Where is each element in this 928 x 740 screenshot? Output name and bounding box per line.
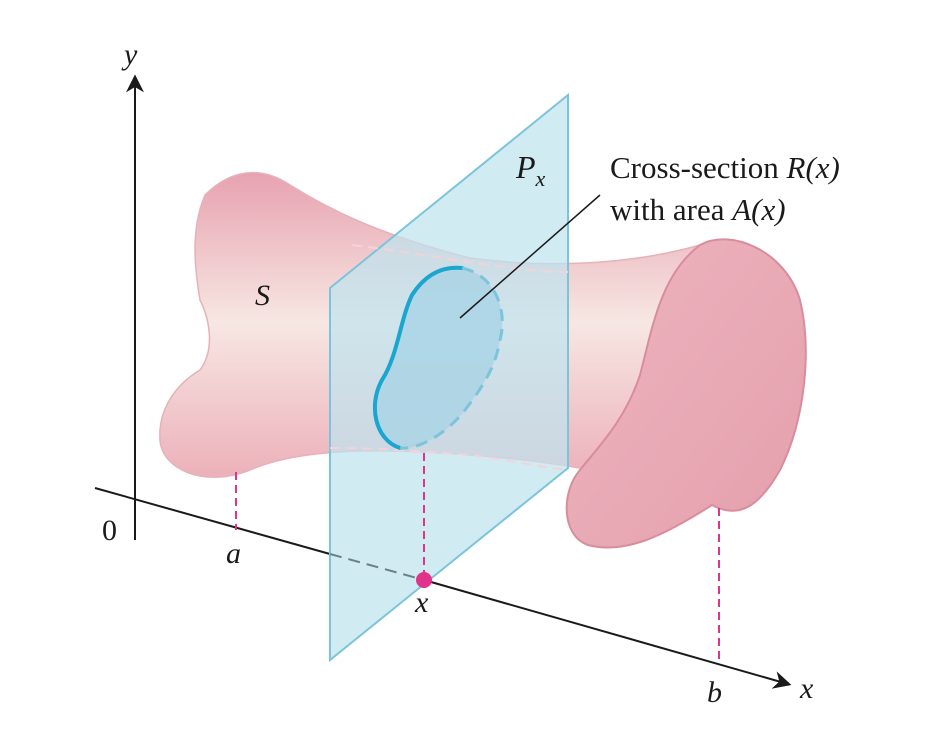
a-label: a bbox=[226, 537, 241, 570]
annotation-line-2: with area A(x) bbox=[610, 192, 786, 227]
cross-section-visible-edge bbox=[372, 265, 464, 450]
cross-section-hidden-edge bbox=[399, 266, 504, 450]
y-axis-label: y bbox=[121, 38, 138, 71]
plane-label: Px bbox=[515, 149, 546, 191]
annotation-line-2-text: with area bbox=[610, 192, 732, 227]
annotation-line-1-func: R bbox=[786, 150, 806, 185]
x-axis-hidden bbox=[329, 553, 425, 581]
solid-label: S bbox=[255, 279, 270, 312]
annotation-line-1-text: Cross-section bbox=[610, 150, 787, 185]
origin-label: 0 bbox=[102, 514, 117, 547]
solid-end-face bbox=[565, 238, 807, 549]
x-point-label: x bbox=[414, 586, 429, 619]
annotation-leader-line bbox=[459, 194, 601, 319]
x-axis-label: x bbox=[799, 672, 814, 705]
x-axis-front bbox=[423, 579, 792, 689]
x-axis-back bbox=[94, 487, 331, 555]
point-x bbox=[416, 572, 432, 588]
plane-label-sub: x bbox=[535, 166, 546, 191]
annotation-line-2-func: A bbox=[730, 192, 752, 227]
plane-label-main: P bbox=[515, 149, 536, 185]
b-label: b bbox=[707, 676, 722, 709]
annotation-line-1-arg: (x) bbox=[805, 150, 839, 185]
solid-hidden-bottom-edge bbox=[329, 447, 569, 471]
annotation-line-2-arg: (x) bbox=[751, 192, 785, 227]
annotation-line-1: Cross-section R(x) bbox=[610, 150, 840, 185]
solid-hidden-top-edge bbox=[351, 244, 569, 273]
